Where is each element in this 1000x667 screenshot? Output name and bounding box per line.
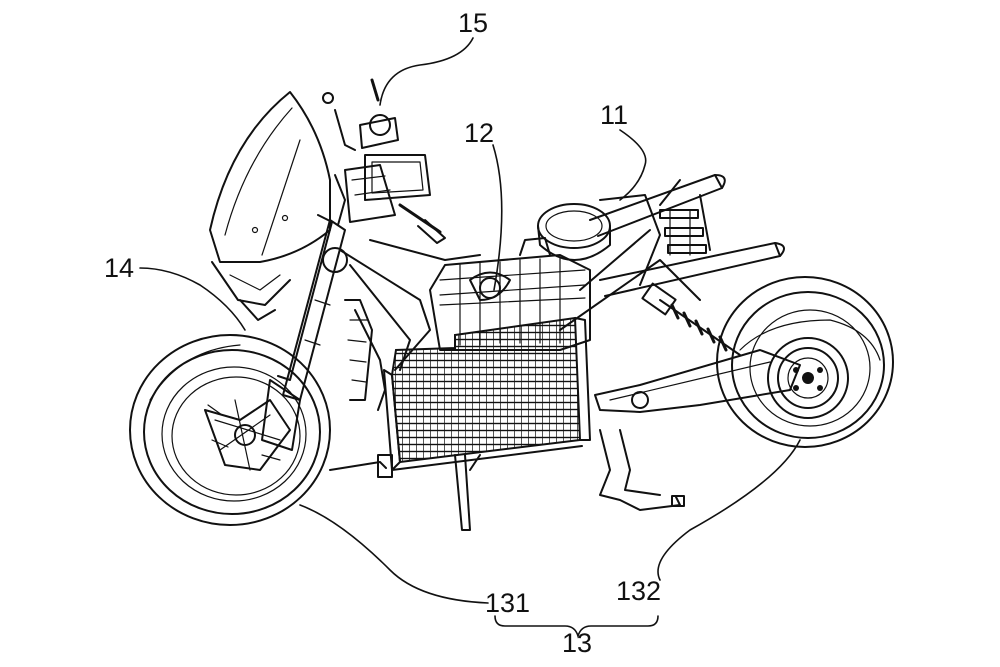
leader-lines	[139, 37, 801, 639]
radiator	[383, 316, 591, 471]
leader-132	[657, 439, 801, 581]
leader-15	[379, 37, 474, 106]
label-12: 12	[464, 118, 495, 148]
leader-131	[299, 504, 489, 604]
label-13: 13	[562, 628, 593, 658]
battery-block	[429, 237, 591, 351]
handlebar-assembly	[322, 78, 446, 244]
label-132: 132	[616, 576, 662, 606]
label-131: 131	[485, 588, 531, 618]
label-11: 11	[600, 100, 629, 130]
rear-brackets	[659, 209, 707, 256]
main-frame	[329, 239, 481, 478]
rear-subframe	[559, 174, 785, 331]
rear-wheel	[716, 276, 894, 448]
leader-14	[139, 267, 246, 331]
label-14: 14	[104, 253, 135, 283]
stands	[454, 429, 685, 531]
brace-13	[494, 615, 659, 639]
front-fork	[261, 214, 348, 451]
front-fairing	[209, 91, 331, 321]
front-wheel	[129, 334, 331, 526]
leader-12	[492, 144, 503, 291]
label-15: 15	[458, 8, 489, 38]
leader-11	[619, 129, 647, 201]
air-filter	[537, 203, 611, 261]
swingarm	[594, 282, 801, 413]
